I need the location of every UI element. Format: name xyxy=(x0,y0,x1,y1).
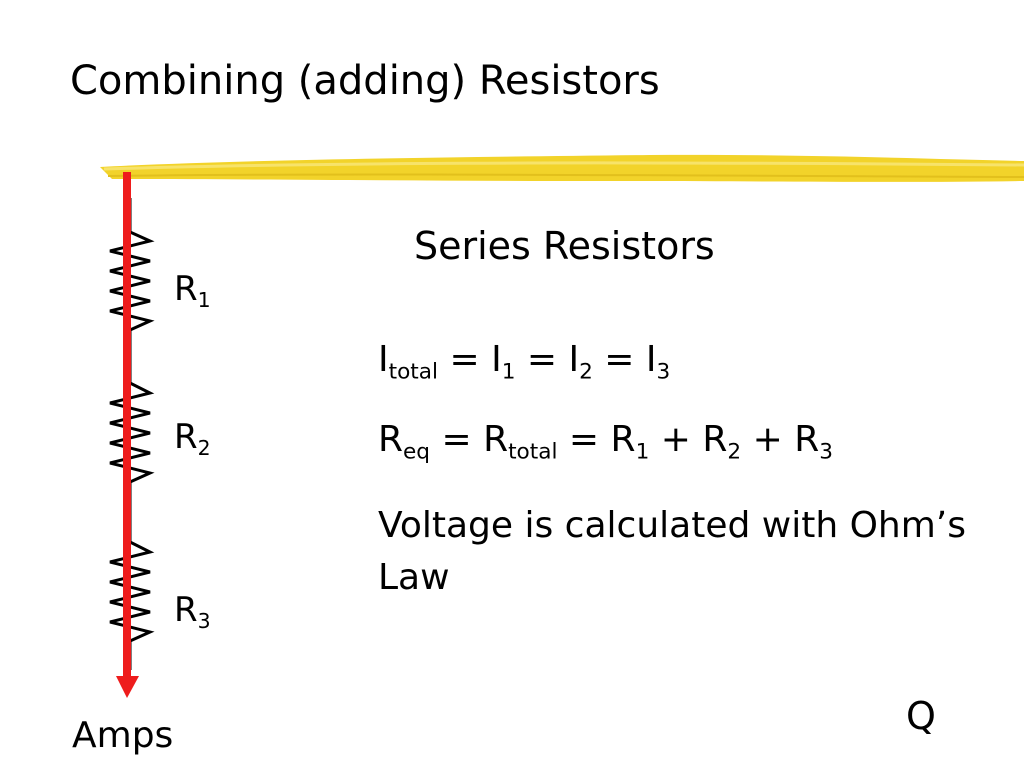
resistor-label-r3: R3 xyxy=(174,590,211,634)
resistance-equation: Req = Rtotal = R1 + R2 + R3 xyxy=(378,419,833,465)
resistor-label-r2: R2 xyxy=(174,417,211,461)
resistor-label-r1: R1 xyxy=(174,269,211,313)
section-heading: Series Resistors xyxy=(414,224,715,268)
current-equation: Itotal = I1 = I2 = I3 xyxy=(378,339,671,385)
current-arrow xyxy=(116,172,139,698)
slide-title: Combining (adding) Resistors xyxy=(70,58,660,104)
amps-label: Amps xyxy=(72,715,174,756)
highlighter-stroke xyxy=(100,154,1024,182)
corner-label: Q xyxy=(906,694,936,738)
voltage-note: Voltage is calculated with Ohm’s Law xyxy=(378,505,967,599)
